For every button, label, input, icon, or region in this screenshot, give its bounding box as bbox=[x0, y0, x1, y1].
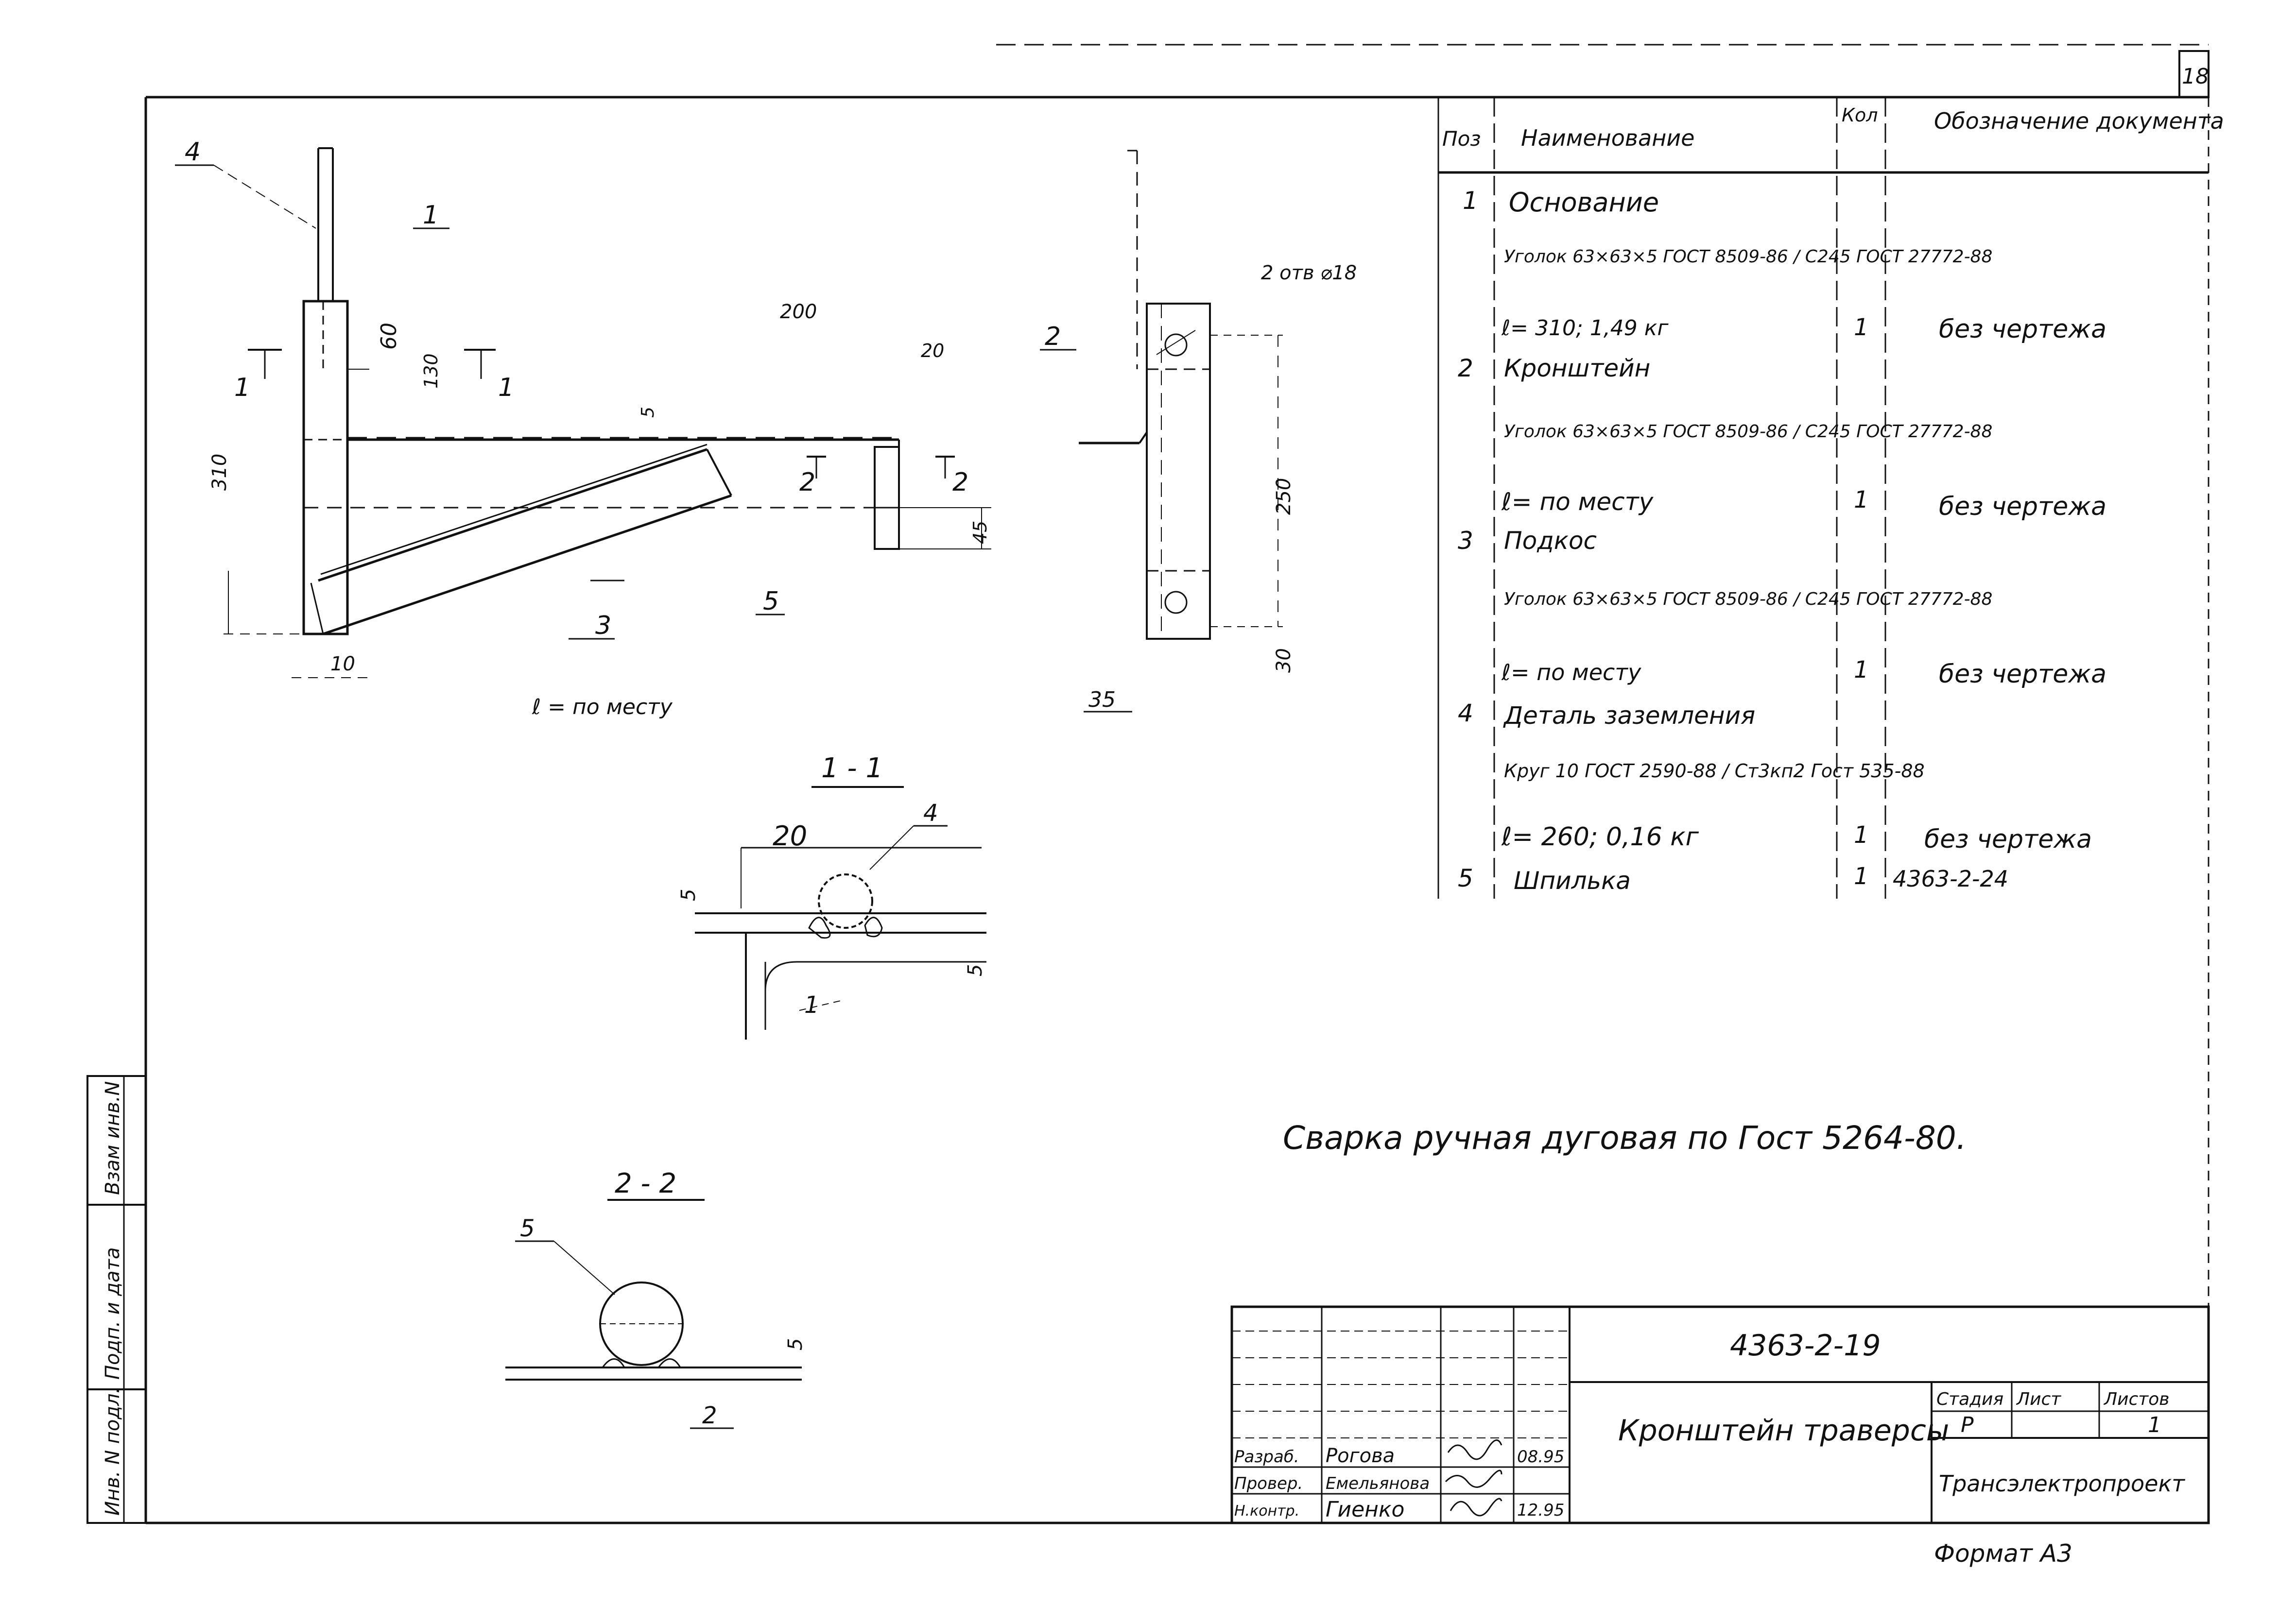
spec-name: ℓ= по месту bbox=[1501, 659, 1641, 685]
spec-header-pos: Поз bbox=[1442, 127, 1481, 151]
side-stamp-label: Инв. N подл. bbox=[102, 1387, 124, 1516]
sheet-label: Лист bbox=[2016, 1389, 2061, 1409]
spec-rows: 1 Основание Уголок 63×63×5 ГОСТ 8509-86 … bbox=[1458, 187, 2106, 895]
dimension: 200 bbox=[780, 301, 817, 323]
callout: 5 bbox=[763, 587, 779, 616]
spec-doc: без чертежа bbox=[1939, 315, 2106, 344]
sheet-number: 18 bbox=[2182, 64, 2209, 89]
spec-name: Уголок 63×63×5 ГОСТ 8509-86 / С245 ГОСТ … bbox=[1504, 589, 1992, 609]
section-1-1 bbox=[695, 786, 986, 1040]
spec-doc: без чертежа bbox=[1939, 660, 2106, 689]
spec-table bbox=[1437, 97, 2209, 899]
section-2-2 bbox=[505, 1199, 802, 1429]
spec-qty: 1 bbox=[1854, 314, 1869, 341]
dimension: 20 bbox=[773, 820, 807, 852]
dimension: 130 bbox=[420, 353, 442, 389]
callout: 2 bbox=[702, 1402, 717, 1429]
dimension: 10 bbox=[330, 653, 355, 675]
spec-pos: 3 bbox=[1458, 527, 1473, 555]
length-note: ℓ = по месту bbox=[532, 695, 673, 719]
section-title: 2 - 2 bbox=[615, 1168, 676, 1199]
hole-note: 2 отв ⌀18 bbox=[1261, 262, 1357, 284]
spec-header-qty: Кол bbox=[1842, 104, 1878, 126]
sheets-value: 1 bbox=[2148, 1413, 2161, 1437]
dimension: 30 bbox=[1273, 648, 1295, 673]
section-mark: 1 bbox=[498, 373, 514, 402]
callout: 1 bbox=[804, 991, 819, 1019]
sig-name: Емельянова bbox=[1326, 1474, 1430, 1493]
spec-qty: 1 bbox=[1854, 821, 1869, 849]
spec-pos: 5 bbox=[1458, 864, 1473, 892]
spec-header-doc: Обозначение документа bbox=[1934, 108, 2224, 134]
sig-name: Гиенко bbox=[1326, 1497, 1404, 1522]
sig-date: 08.95 bbox=[1517, 1447, 1564, 1467]
organization: Трансэлектропроект bbox=[1939, 1470, 2185, 1497]
spec-name: ℓ= 310; 1,49 кг bbox=[1501, 316, 1669, 341]
dimension: 20 bbox=[921, 340, 944, 361]
callout: 4 bbox=[185, 137, 201, 167]
welding-note: Сварка ручная дуговая по Гост 5264-80. bbox=[1283, 1119, 1967, 1157]
dimension: 310 bbox=[208, 454, 231, 491]
callout: 2 bbox=[1045, 322, 1061, 351]
spec-name: Уголок 63×63×5 ГОСТ 8509-86 / С245 ГОСТ … bbox=[1504, 247, 1992, 267]
stage-label: Стадия bbox=[1936, 1389, 2003, 1409]
dimension: 60 bbox=[377, 323, 401, 350]
stage-value: Р bbox=[1961, 1413, 1974, 1437]
spec-name: Круг 10 ГОСТ 2590-88 / Ст3кп2 Гост 535-8… bbox=[1504, 760, 1925, 782]
spec-qty: 1 bbox=[1854, 656, 1869, 683]
dimension: 45 bbox=[969, 521, 991, 544]
spec-qty: 1 bbox=[1854, 486, 1869, 513]
dimension: 5 bbox=[964, 964, 986, 976]
section-mark: 1 bbox=[234, 373, 250, 402]
callout: 3 bbox=[595, 611, 611, 640]
side-view bbox=[1040, 150, 1283, 713]
dimension: 250 bbox=[1273, 478, 1295, 515]
sig-role: Провер. bbox=[1234, 1474, 1303, 1493]
spec-name: Кронштейн bbox=[1504, 354, 1650, 382]
main-view bbox=[175, 147, 991, 678]
spec-doc: 4363-2-24 bbox=[1893, 866, 2008, 892]
spec-header-name: Наименование bbox=[1521, 125, 1694, 151]
side-stamp-label: Взам инв.N bbox=[102, 1081, 124, 1195]
spec-name: Подкос bbox=[1504, 527, 1597, 555]
dimension: 35 bbox=[1088, 687, 1116, 712]
sig-role: Разраб. bbox=[1234, 1447, 1299, 1467]
spec-doc: без чертежа bbox=[1924, 825, 2092, 854]
sig-date: 12.95 bbox=[1517, 1501, 1564, 1520]
sig-name: Рогова bbox=[1326, 1445, 1395, 1467]
sheets-label: Листов bbox=[2103, 1389, 2169, 1409]
doc-code: 4363-2-19 bbox=[1730, 1329, 1881, 1363]
spec-name: Уголок 63×63×5 ГОСТ 8509-86 / С245 ГОСТ … bbox=[1504, 422, 1992, 442]
dimension: 5 bbox=[784, 1338, 807, 1350]
spec-qty: 1 bbox=[1854, 863, 1869, 890]
spec-doc: без чертежа bbox=[1939, 492, 2106, 521]
spec-pos: 2 bbox=[1458, 354, 1473, 382]
spec-name: Шпилька bbox=[1514, 867, 1631, 895]
drawing-title: Кронштейн траверсы bbox=[1618, 1414, 1949, 1448]
callout: 1 bbox=[423, 201, 439, 230]
section-mark: 2 bbox=[799, 468, 815, 497]
sig-role: Н.контр. bbox=[1234, 1503, 1299, 1520]
signature-marks bbox=[1445, 1439, 1502, 1517]
spec-name: Деталь заземления bbox=[1503, 701, 1755, 730]
spec-pos: 4 bbox=[1458, 699, 1473, 727]
section-mark: 2 bbox=[952, 468, 968, 497]
spec-name: ℓ= 260; 0,16 кг bbox=[1501, 822, 1699, 852]
spec-name: Основание bbox=[1509, 187, 1659, 218]
dimension: 5 bbox=[638, 407, 658, 418]
dimension: 5 bbox=[677, 889, 700, 901]
callout: 5 bbox=[520, 1215, 535, 1242]
format-label: Формат А3 bbox=[1934, 1539, 2072, 1568]
section-title: 1 - 1 bbox=[821, 752, 883, 784]
title-block bbox=[1230, 1305, 2210, 1524]
callout: 4 bbox=[923, 800, 938, 827]
side-stamp bbox=[86, 1075, 147, 1524]
side-stamp-label: Подп. и дата bbox=[102, 1247, 124, 1380]
spec-name: ℓ= по месту bbox=[1501, 488, 1654, 516]
spec-pos: 1 bbox=[1463, 187, 1478, 215]
